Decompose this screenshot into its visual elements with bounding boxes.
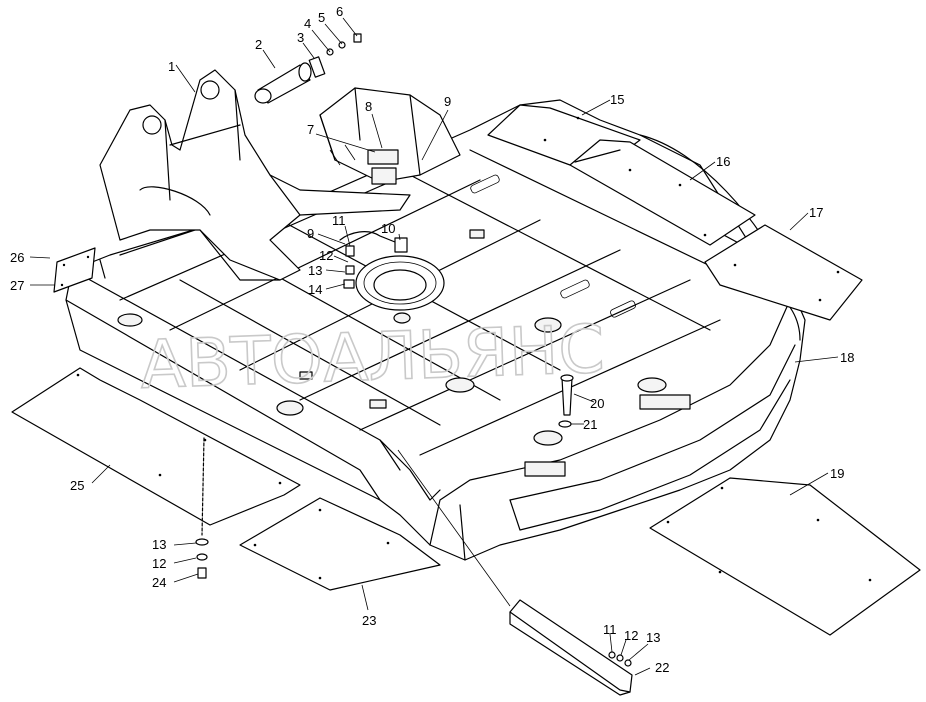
callout-26: 26 (10, 250, 24, 265)
callout-9b: 9 (307, 226, 314, 241)
callout-9a: 9 (444, 94, 451, 109)
callout-17: 17 (809, 205, 823, 220)
callout-7: 7 (307, 122, 314, 137)
callout-5: 5 (318, 10, 325, 25)
callout-1: 1 (168, 59, 175, 74)
callout-13c: 13 (646, 630, 660, 645)
callout-10: 10 (381, 221, 395, 236)
under-cover-25 (11, 367, 301, 526)
callout-24: 24 (152, 575, 166, 590)
under-cover-19 (649, 477, 921, 636)
bracket-22 (509, 599, 633, 696)
callout-11a: 11 (332, 213, 346, 228)
callout-15: 15 (610, 92, 624, 107)
callout-23: 23 (362, 613, 376, 628)
callout-13a: 13 (308, 263, 322, 278)
tank-area (319, 87, 461, 185)
callout-18: 18 (840, 350, 854, 365)
cover-plate-17 (704, 224, 863, 321)
callout-12a: 12 (319, 248, 333, 263)
callout-3: 3 (297, 30, 304, 45)
swing-bearing-ring (355, 255, 445, 311)
callout-12b: 12 (152, 556, 166, 571)
boom-pin (254, 33, 362, 104)
callout-4: 4 (304, 16, 311, 31)
callout-19: 19 (830, 466, 844, 481)
callout-16: 16 (716, 154, 730, 169)
callout-labels: 1 2 3 4 5 6 7 8 9 9 10 11 11 12 12 12 13… (10, 4, 854, 675)
callout-8: 8 (365, 99, 372, 114)
callout-2: 2 (255, 37, 262, 52)
hardware-stack (195, 437, 209, 579)
bolt-20 (558, 374, 574, 428)
under-cover-23 (239, 497, 441, 591)
callout-6: 6 (336, 4, 343, 19)
callout-27: 27 (10, 278, 24, 293)
watermark: АВТОАЛЬЯНС (139, 311, 606, 404)
small-plate (53, 247, 96, 293)
callout-11b: 11 (603, 622, 617, 637)
callout-12c: 12 (624, 628, 638, 643)
callout-21: 21 (583, 417, 597, 432)
leader-lines (29, 17, 839, 676)
callout-20: 20 (590, 396, 604, 411)
boom-bracket (99, 69, 411, 281)
fittings (339, 231, 408, 289)
callout-14: 14 (308, 282, 322, 297)
callout-22: 22 (655, 660, 669, 675)
callout-13b: 13 (152, 537, 166, 552)
callout-25: 25 (70, 478, 84, 493)
